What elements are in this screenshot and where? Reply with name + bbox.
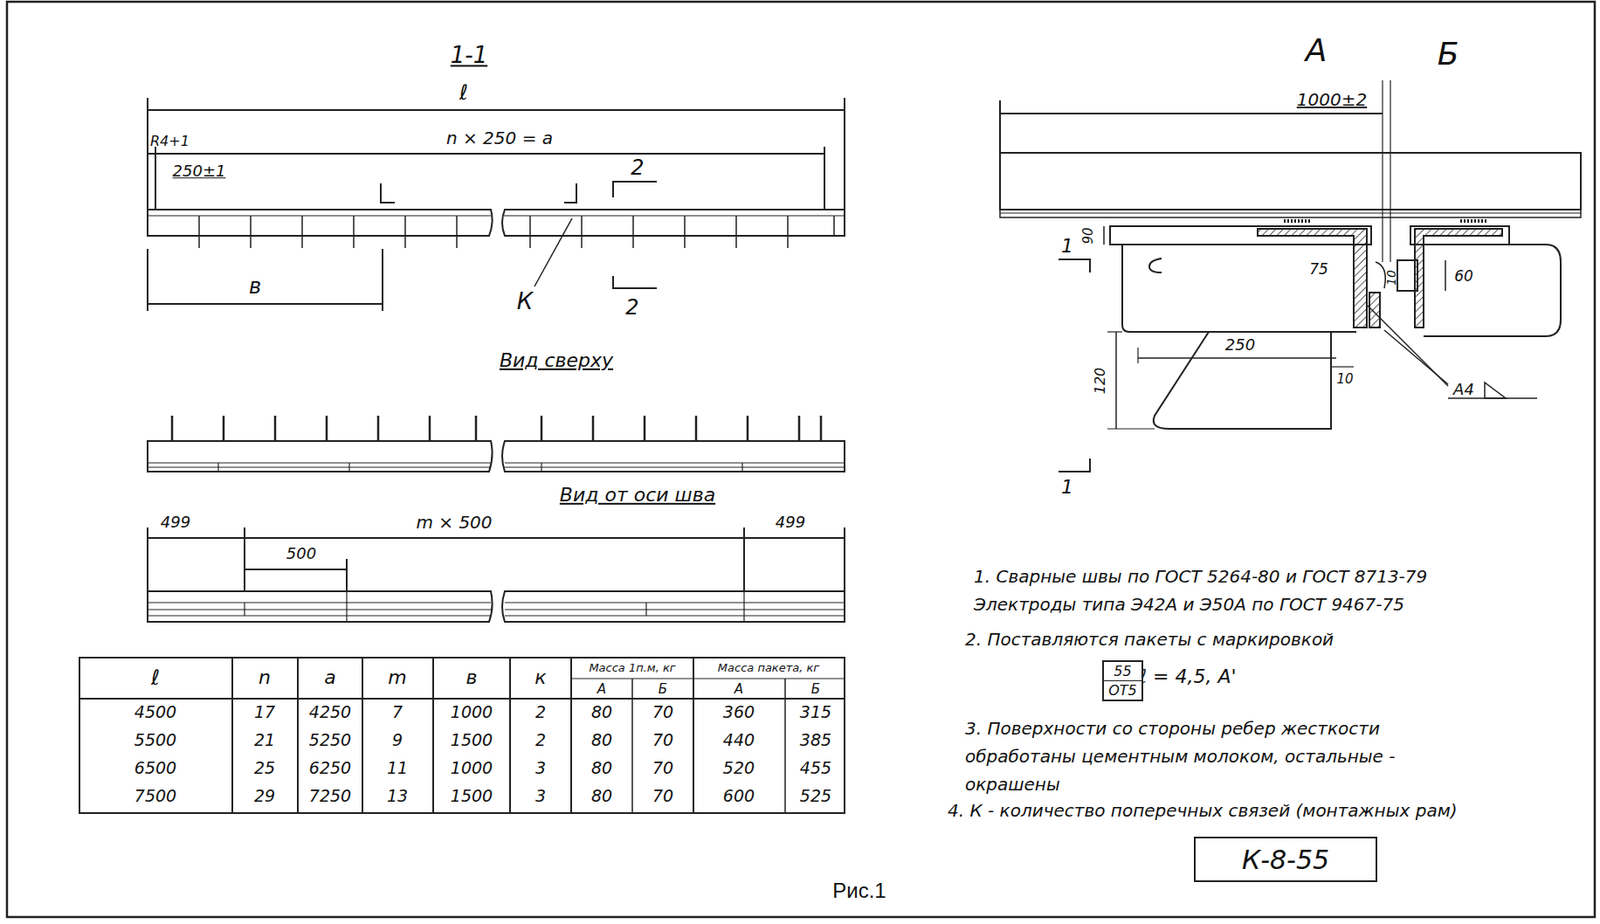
table-cell: к [534,666,546,690]
table-cell: 11 [386,758,408,779]
dimension-label: А [1305,31,1328,69]
table-cell: 600 [723,786,755,807]
dimension-label: 75 [1309,260,1329,278]
dimension-label: К [517,288,533,316]
table-cell: 6250 [309,758,352,779]
table-cell: 70 [652,702,674,723]
table-cell: 525 [800,786,832,807]
table-cell: m [387,666,407,690]
dimension-label: R4+1 [150,132,190,150]
dimension-label: n × 250 = a [446,127,553,149]
dimension-label: Вид от оси шва [559,483,716,507]
note-text: 2. Поставляются пакеты с маркировкой [965,628,1334,650]
dimension-label: 2 [625,295,639,321]
table-cell: А [734,681,744,697]
table-cell: 7500 [134,786,177,807]
dimension-label: 90 [1080,227,1097,244]
table-cell: 360 [723,702,755,723]
dimension-label: 499 [775,512,806,532]
note-text: 4. К - количество поперечных связей (мон… [947,796,1577,825]
dimension-label: m × 500 [415,511,492,533]
table-cell: 4250 [309,702,352,723]
table-cell: 455 [800,758,832,779]
table-cell: n [258,666,271,690]
table-cell: 2 [535,702,546,723]
dimension-label: Вид сверху [499,349,614,373]
table-cell: 1000 [450,758,493,779]
table-cell: 3 [535,758,546,779]
table-cell: 520 [723,758,755,779]
note-text: ℓ = 4,5, А' [1138,665,1237,689]
box-text: ОТ5 [1103,681,1142,700]
dimension-label: 1-1 [450,41,488,69]
figure-caption: Рис.1 [832,878,886,904]
dimension-label: 250±1 [172,161,227,181]
dimension-label: ℓ [459,80,469,106]
dimension-label: 2 [630,155,644,181]
dimension-label: 60 [1454,267,1474,285]
table-cell: 29 [254,786,276,807]
table-cell: 315 [800,702,832,723]
table-cell: ℓ [151,665,160,691]
table-cell: 4500 [134,702,177,723]
dimension-label: 250 [1225,335,1256,355]
table-cell: 385 [800,730,832,751]
dimension-label: в [248,274,262,300]
table-cell: 5500 [134,730,177,751]
table-cell: 80 [591,730,613,751]
table-cell: А [597,681,607,697]
dimension-label: 499 [160,512,191,532]
table-cell: 13 [386,786,408,807]
table-cell: 80 [591,786,613,807]
table-cell: в [466,666,478,690]
table-cell: 25 [254,758,276,779]
table-cell: 70 [652,730,674,751]
table-cell: Б [658,681,668,697]
table-cell: 17 [254,702,276,723]
dimension-label: 120 [1091,367,1109,395]
table-cell: 70 [652,758,674,779]
table-cell: Масса пакета, кг [717,661,820,676]
table-cell: Масса 1п.м, кг [588,661,676,676]
table-cell: 6500 [134,758,177,779]
dimension-label: 1000±2 [1296,89,1367,111]
table-cell: a [324,666,336,690]
table-cell: 3 [535,786,546,807]
dimension-label: 1 [1061,475,1074,499]
note-text: 3. Поверхности со стороны ребер жесткост… [965,714,1455,799]
table-cell: 80 [591,758,613,779]
table-cell: 80 [591,702,613,723]
dimension-label: Б [1437,34,1460,73]
box-text: К-8-55 [1229,839,1342,881]
dimension-label: 10 [1384,269,1400,286]
dimension-label: 10 [1336,371,1353,387]
table-cell: 7 [392,702,403,723]
table-cell: 440 [723,730,755,751]
table-cell: 70 [652,786,674,807]
dimension-label: 500 [286,544,317,564]
table-cell: 1500 [450,730,493,751]
table-cell: Б [811,681,821,697]
table-cell: 1500 [450,786,493,807]
table-cell: 9 [392,730,403,751]
table-cell: 21 [254,730,276,751]
title-stamp: К-8-55 [1193,836,1378,883]
table-cell: 7250 [309,786,352,807]
marking-box: 55ОТ5 [1102,660,1144,702]
note-text: 1. Сварные швы по ГОСТ 5264-80 и ГОСТ 87… [973,562,1481,619]
table-cell: 2 [535,730,546,751]
table-cell: 1000 [450,702,493,723]
table-cell: 5250 [309,730,352,751]
dimension-label: А4 [1453,379,1475,400]
box-text: 55 [1103,662,1142,682]
dimension-label: 1 [1061,234,1074,258]
